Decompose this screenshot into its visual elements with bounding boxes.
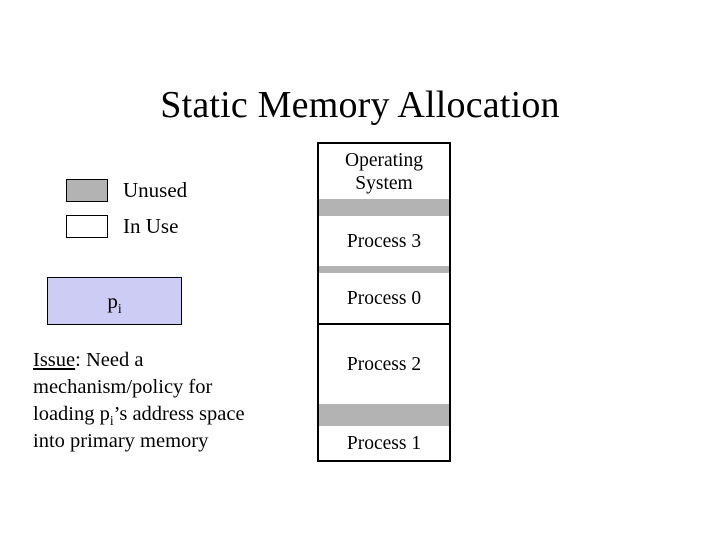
page-title: Static Memory Allocation [160,84,560,127]
memory-segment-process-1: Process 1 [319,426,449,460]
issue-separator: : [75,349,86,371]
issue-text-block: Issue: Need a mechanism/policy for loadi… [33,347,308,455]
memory-segment-label-line: System [355,172,413,194]
issue-line-1: Issue: Need a [33,347,308,374]
issue-line-3-subscript: i [109,413,114,429]
memory-segment-label: Process 3 [347,230,421,253]
legend-label-unused: Unused [123,177,188,202]
process-pi-box: pi [47,277,182,325]
legend-item-in-use: In Use [66,208,296,244]
memory-segment-label: Process 0 [347,287,421,310]
memory-segment-label-line: Process 2 [346,354,422,375]
memory-segment-unused-gap-1 [319,199,449,216]
memory-segment-process-0: Process 0 [319,273,449,323]
memory-segment-label-line: Process 3 [346,230,422,252]
issue-label: Issue [33,349,76,371]
memory-segment-unused-gap-3 [319,404,449,426]
memory-segment-label-line: Process 1 [346,432,422,454]
memory-segment-label-line: Operating [345,149,423,171]
memory-segment-process-3: Process 3 [319,216,449,266]
legend: Unused In Use [66,172,296,244]
memory-segment-label-line: Process 0 [346,287,422,309]
legend-label-in-use: In Use [123,213,179,238]
issue-line-2: mechanism/policy for [33,376,213,398]
process-pi-base: p [107,288,118,313]
process-pi-label: pi [107,288,122,316]
issue-line-1-text: Need a [85,349,144,371]
issue-line-3-post: ’s address space [113,403,245,425]
unused-swatch-icon [66,178,108,202]
memory-segment-process-2: Process 2 [319,323,449,404]
issue-line-3: loading pi’s address space [33,401,308,428]
issue-line-3-pre: loading p [33,403,110,425]
in-use-swatch-icon [66,214,108,238]
memory-segment-label: Process 1 [347,432,421,455]
process-pi-subscript: i [117,300,122,316]
memory-segment-label: Process 2 [347,353,421,376]
legend-item-unused: Unused [66,172,296,208]
issue-line-4: into primary memory [33,430,209,452]
memory-segment-unused-gap-2 [319,266,449,273]
